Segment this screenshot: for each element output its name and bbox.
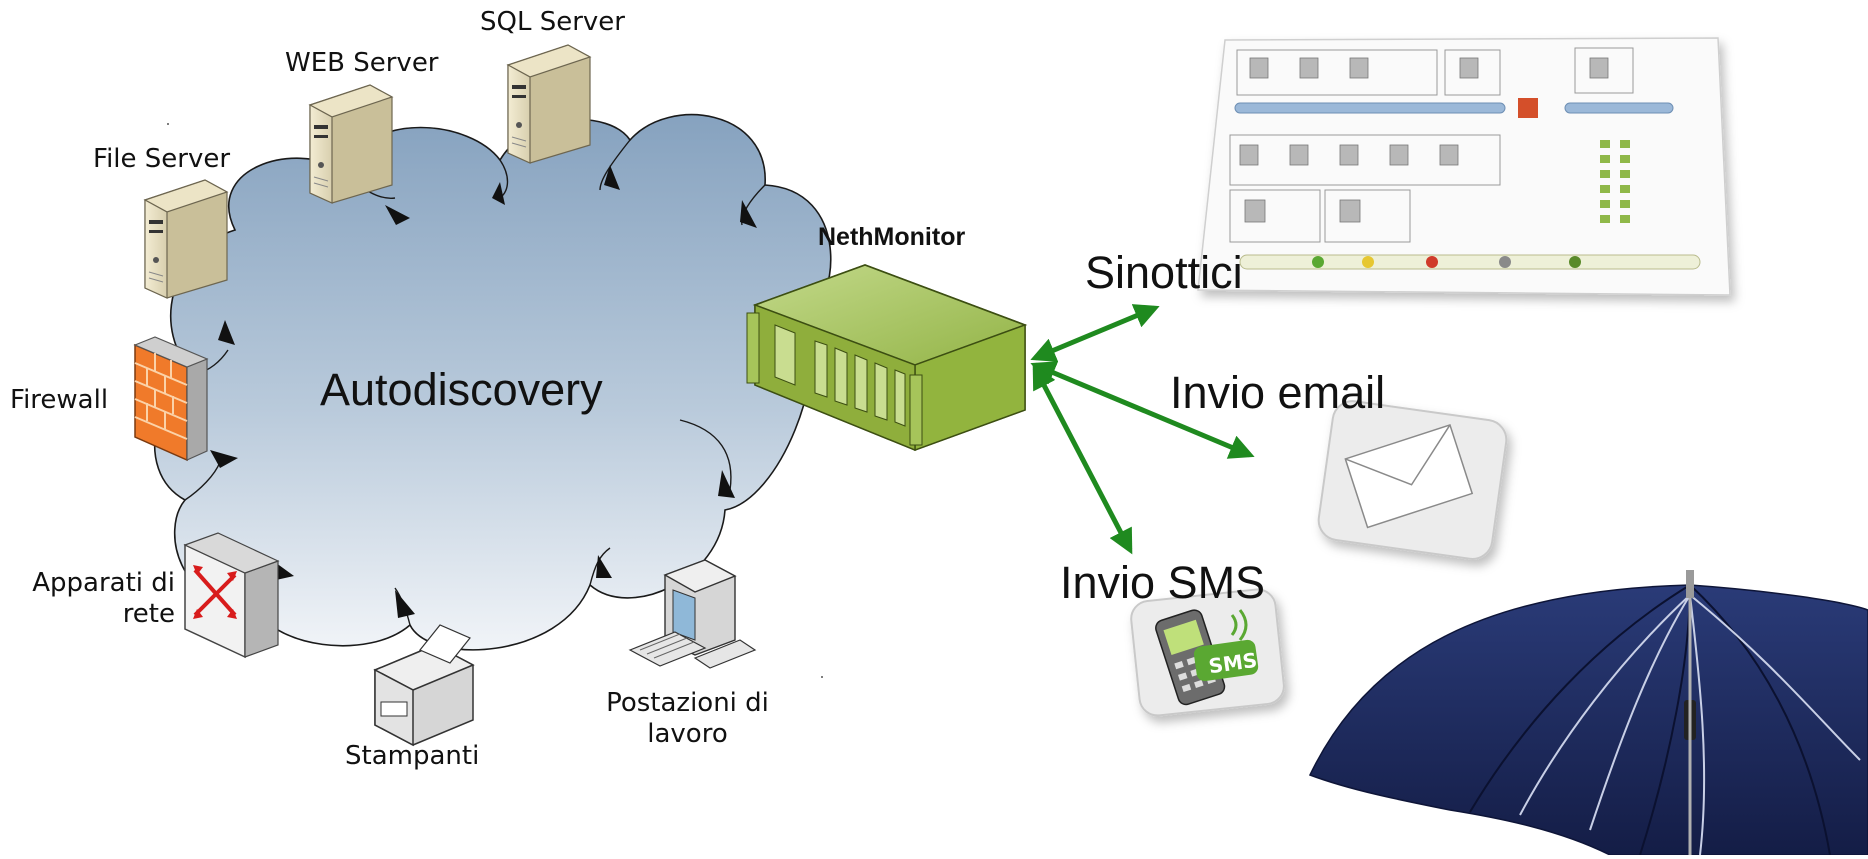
sms-icon: SMS	[1130, 588, 1285, 717]
web-server-icon	[308, 84, 394, 204]
arrow-to-sms	[1032, 363, 1133, 555]
label-workstations-line1: Postazioni di	[606, 688, 769, 718]
label-firewall: Firewall	[10, 385, 109, 415]
output-arrows	[1030, 304, 1255, 555]
arrow-to-synoptic	[1030, 304, 1160, 362]
nethmonitor-label: NethMonitor	[818, 223, 966, 251]
label-web-server: WEB Server	[285, 48, 439, 78]
label-workstations-line2: lavoro	[647, 719, 728, 749]
cloud-label: Autodiscovery	[320, 364, 603, 415]
umbrella-image	[1308, 570, 1868, 856]
autodiscovery-cloud	[154, 113, 832, 651]
network-switch-icon	[183, 532, 280, 659]
stray-dot	[821, 676, 823, 678]
nethmonitor-server-icon	[746, 264, 1028, 452]
sql-server-icon	[506, 44, 592, 164]
label-network-devices-line2: rete	[122, 599, 175, 629]
label-sms: Invio SMS	[1060, 557, 1266, 608]
label-email: Invio email	[1170, 367, 1386, 418]
email-icon	[1317, 400, 1508, 560]
firewall-icon	[133, 336, 209, 462]
label-printers: Stampanti	[345, 741, 480, 771]
label-network-devices: Apparati di rete	[0, 568, 175, 630]
printer-icon	[373, 624, 475, 747]
file-server-icon	[143, 179, 229, 299]
workstation-icon	[628, 559, 757, 669]
label-network-devices-line1: Apparati di	[32, 568, 175, 598]
label-file-server: File Server	[93, 144, 231, 174]
synoptic-thumbnail	[1197, 37, 1731, 296]
stray-dot	[167, 123, 169, 125]
label-workstations: Postazioni di lavoro	[590, 688, 785, 750]
label-synoptic: Sinottici	[1085, 247, 1243, 298]
label-sql-server: SQL Server	[480, 7, 625, 37]
